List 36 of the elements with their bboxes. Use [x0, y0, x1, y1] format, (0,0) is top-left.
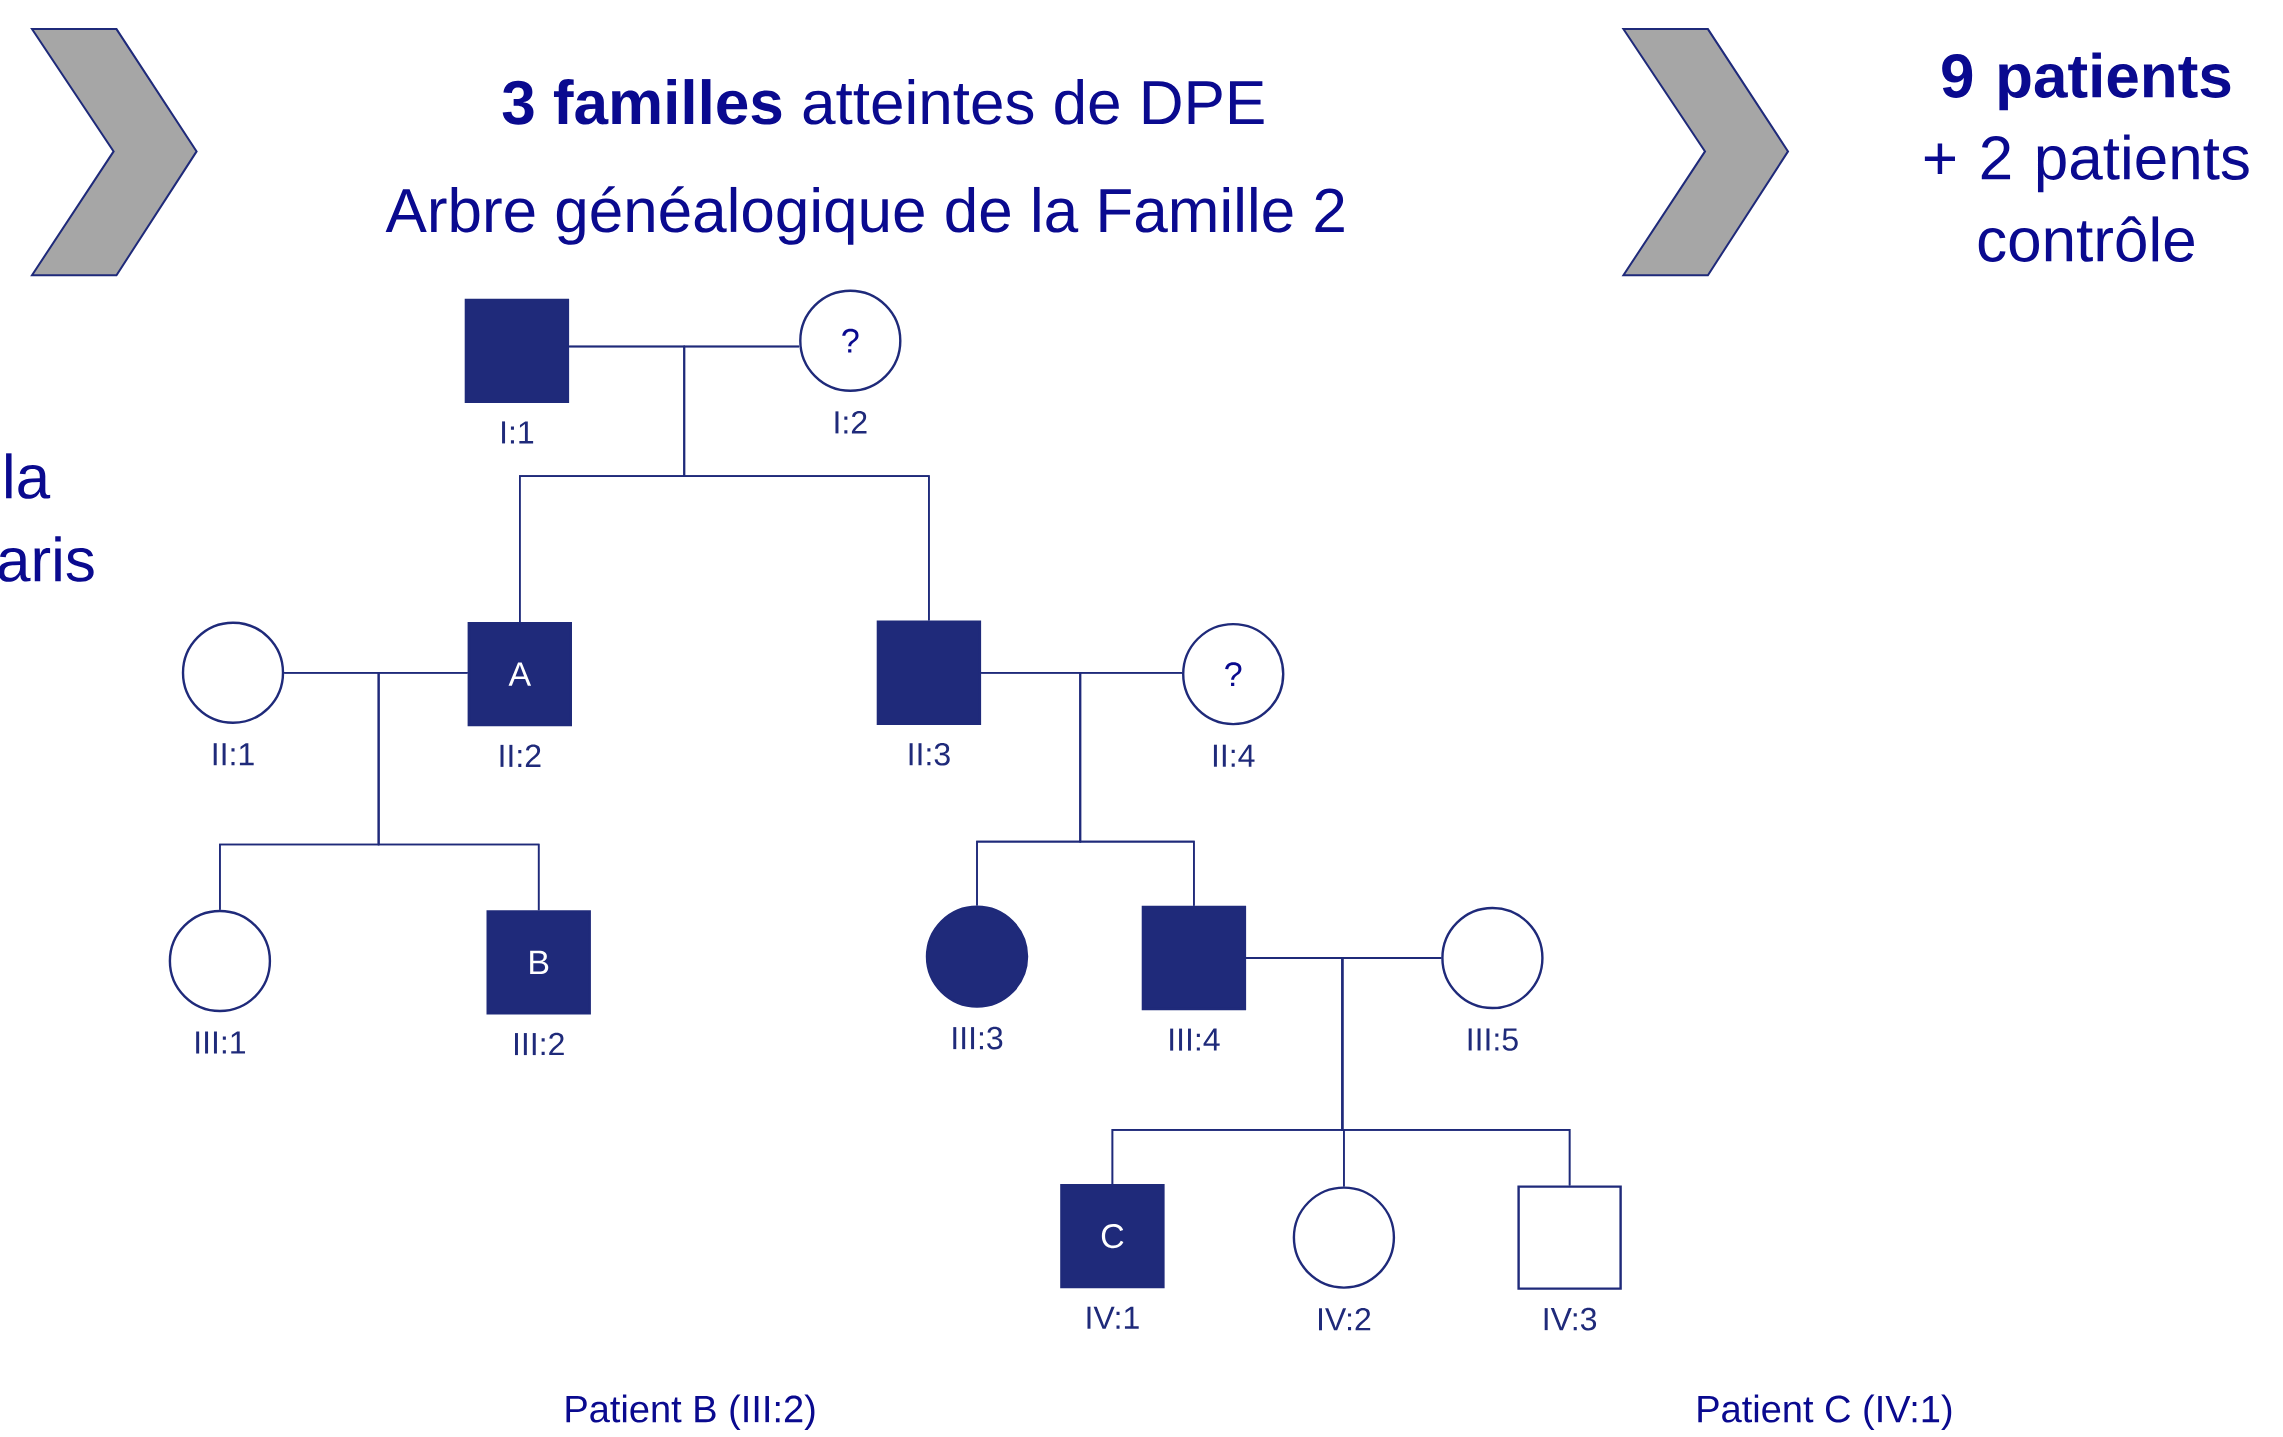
individual-label: IV:1: [1087, 1306, 1139, 1329]
individual-label: III:4: [1170, 1028, 1220, 1051]
individual-label: II:1: [213, 743, 254, 766]
text-label: Arbre généalogique de la Famille 2: [385, 186, 1344, 245]
text-label: 3 familles atteintes de DPE: [502, 79, 1264, 125]
pedigree-circle: [181, 621, 285, 724]
pedigree-square: C: [1060, 1183, 1165, 1289]
text-label: 9 patients + 2 patients contrôle: [1924, 52, 2249, 262]
pedigree-square: B: [486, 910, 591, 1015]
text-label: Patient B (III:2): [566, 1394, 815, 1431]
individual-label: IV:3: [1544, 1307, 1597, 1331]
individual-label: III:3: [953, 1026, 1003, 1050]
pedigree-square: [876, 620, 982, 725]
pedigree-circle: [925, 905, 1029, 1008]
individual-label: III:1: [196, 1031, 245, 1054]
pedigree-square: [464, 298, 570, 404]
pedigree-circle: [1292, 1186, 1396, 1289]
pedigree-square: [1517, 1185, 1622, 1290]
individual-label: II:2: [500, 744, 541, 767]
text-label: Patient C (IV:1): [1698, 1394, 1952, 1431]
pedigree-square: A: [467, 621, 572, 727]
descent-line: [1079, 671, 1195, 907]
individual-label: III:5: [1468, 1028, 1518, 1051]
text-label: la: [6, 453, 51, 499]
pedigree-square: [1141, 905, 1247, 1011]
individual-label: IV:2: [1319, 1307, 1371, 1331]
individual-label: I:1: [502, 421, 534, 444]
pedigree-circle: [1441, 906, 1544, 1010]
pedigree-circle: [168, 909, 272, 1013]
individual-label: III:2: [514, 1032, 564, 1056]
descent-line: [1341, 957, 1571, 1187]
descent-line: [683, 345, 930, 622]
descent-line: [377, 671, 540, 911]
individual-label: I:2: [835, 411, 867, 434]
individual-label: II:4: [1213, 744, 1255, 767]
individual-label: II:3: [909, 742, 950, 766]
